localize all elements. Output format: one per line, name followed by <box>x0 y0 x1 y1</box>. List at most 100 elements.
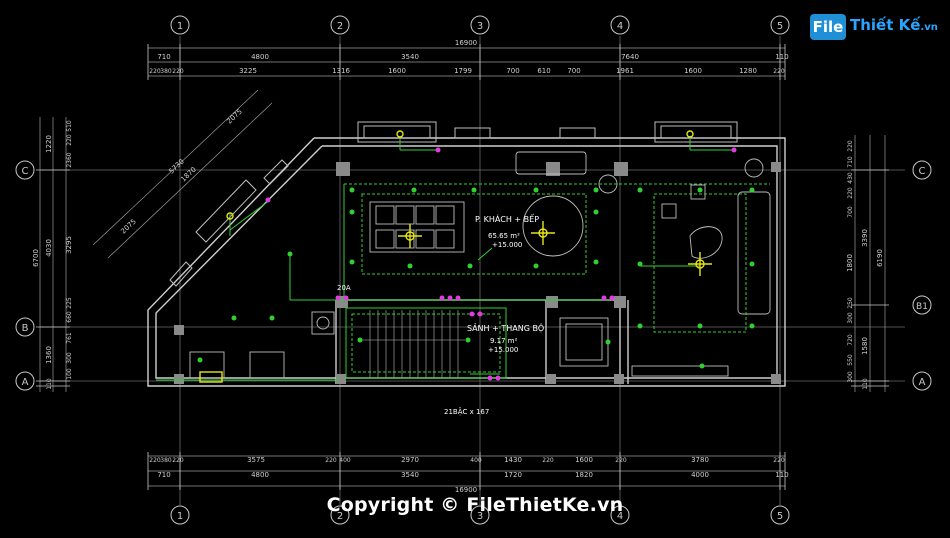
dim-right2-9: 720 <box>847 334 854 346</box>
dim-top2-1: 220 <box>149 68 161 75</box>
dim-bot-5: 220 <box>325 457 337 464</box>
dim-bot-1: 220 <box>149 457 161 464</box>
dim-bot-2: 380 <box>160 457 172 464</box>
dim-top2-12: 1600 <box>684 67 702 75</box>
dim-bot-11: 1600 <box>575 456 593 464</box>
grid-label-2-bottom: 2 <box>337 511 343 522</box>
logo-text: Thiết Kế.vn <box>850 16 938 34</box>
breaker-note: 20A <box>337 284 351 292</box>
dim-right2-10: 550 <box>847 354 854 366</box>
dim-bot-10: 220 <box>542 457 554 464</box>
dim-top2-7: 1799 <box>454 67 472 75</box>
dimension-lines <box>39 47 886 487</box>
dim-bot2-6: 4000 <box>691 471 709 479</box>
dim-right2-4: 220 <box>847 187 854 199</box>
dim-diag-4: 2075 <box>225 108 243 126</box>
dim-left2-1: 510 <box>66 120 73 132</box>
grid-label-3-bottom: 3 <box>477 511 483 522</box>
grid-label-5-bottom: 5 <box>777 511 783 522</box>
dimension-text: 16900 710 4800 3540 7640 110 220 380 220… <box>149 39 788 494</box>
dim-right2-5: 700 <box>847 206 854 218</box>
grid-label-c-right: C <box>919 166 926 177</box>
dim-left-overall: 6700 <box>32 249 40 267</box>
dim-bot-overall: 16900 <box>455 486 477 494</box>
dim-bot-3: 220 <box>172 457 184 464</box>
ceiling-fans <box>199 130 712 383</box>
logo-main: Thiết Kế <box>850 16 921 34</box>
dim-top2-10: 700 <box>567 67 580 75</box>
dim-right-1: 3390 <box>861 229 869 247</box>
dim-top2-5: 1316 <box>332 67 350 75</box>
dim-left2-8: 300 <box>66 352 73 364</box>
grid-label-1: 1 <box>177 21 183 32</box>
outlets <box>265 147 737 381</box>
grid-label-4: 4 <box>617 21 623 32</box>
distribution-board <box>199 371 223 383</box>
dim-left-2: 4030 <box>45 239 53 257</box>
dim-top2-3: 220 <box>172 68 184 75</box>
dim-diag-2: 1870 <box>179 166 197 184</box>
dim-bot2-3: 3540 <box>401 471 419 479</box>
dim-bot-12: 220 <box>615 457 627 464</box>
grid-label-b-left: B <box>22 323 29 334</box>
grid-label-5: 5 <box>777 21 783 32</box>
dim-top2-9: 610 <box>537 67 550 75</box>
dim-top-overall: 16900 <box>455 39 477 47</box>
grid-label-2: 2 <box>337 21 343 32</box>
dim-top2-13: 1280 <box>739 67 757 75</box>
dim-top2-6: 1600 <box>388 67 406 75</box>
dim-left2-6: 660 <box>66 311 73 323</box>
dim-bot-7: 2970 <box>401 456 419 464</box>
dim-right2-6: 1800 <box>846 254 854 272</box>
dim-left2-5: 225 <box>66 297 73 309</box>
dim-top2-4: 3225 <box>239 67 257 75</box>
fan-living <box>531 221 555 245</box>
electrical-wiring <box>156 136 770 381</box>
room-level-living: +15.000 <box>492 241 522 249</box>
room-area-living: 65.65 m² <box>488 232 520 240</box>
dim-top2-11: 1961 <box>616 67 634 75</box>
dim-right2-2: 710 <box>847 156 854 168</box>
dim-bot2-2: 4800 <box>251 471 269 479</box>
dim-bot-14: 220 <box>773 457 785 464</box>
room-area-hall: 9.17 m² <box>490 337 518 345</box>
axis-lines <box>40 36 905 505</box>
stair-treads <box>362 310 465 378</box>
dim-top-4: 7640 <box>621 53 639 61</box>
dim-left-1: 1220 <box>45 135 53 153</box>
dim-bot-13: 3780 <box>691 456 709 464</box>
grid-bubbles: 1 2 3 4 5 1 2 3 4 5 C B A C B1 A <box>15 15 932 525</box>
logo-tld: .vn <box>920 22 938 33</box>
furniture <box>189 151 771 379</box>
logo-mark: File <box>810 14 846 40</box>
dim-left-4: 110 <box>46 378 53 390</box>
windows <box>169 121 738 287</box>
dim-left2-2: 220 <box>66 134 73 146</box>
dim-left2-7: 761 <box>66 332 73 344</box>
grid-label-a-right: A <box>919 377 926 388</box>
grid-label-1-bottom: 1 <box>177 511 183 522</box>
dim-right2-8: 300 <box>847 312 854 324</box>
dim-bot-9: 1430 <box>504 456 522 464</box>
room-name-living: P. KHÁCH + BẾP <box>475 213 539 224</box>
grid-label-4-bottom: 4 <box>617 511 623 522</box>
columns <box>174 162 781 384</box>
dim-bot-4: 3575 <box>247 456 265 464</box>
dim-right2-3: 430 <box>847 172 854 184</box>
dim-top-2: 4800 <box>251 53 269 61</box>
copyright-watermark: Copyright © FileThietKe.vn <box>326 494 624 516</box>
filethietke-logo: File Thiết Kế.vn <box>810 14 938 42</box>
dim-bot2-4: 1720 <box>504 471 522 479</box>
dim-top-1: 710 <box>157 53 170 61</box>
dim-top2-8: 700 <box>506 67 519 75</box>
stair-note: 21BẬC x 167 <box>444 407 489 416</box>
dim-bot2-1: 710 <box>157 471 170 479</box>
room-labels: P. KHÁCH + BẾP 65.65 m² +15.000 SẢNH + T… <box>337 213 544 416</box>
dim-top-3: 3540 <box>401 53 419 61</box>
dim-right2-11: 300 <box>847 371 854 383</box>
room-name-hall: SẢNH + THANG BỘ <box>467 322 544 333</box>
dim-bot2-7: 110 <box>775 471 788 479</box>
light-fixtures <box>197 187 755 369</box>
dim-right-2: 1580 <box>861 337 869 355</box>
